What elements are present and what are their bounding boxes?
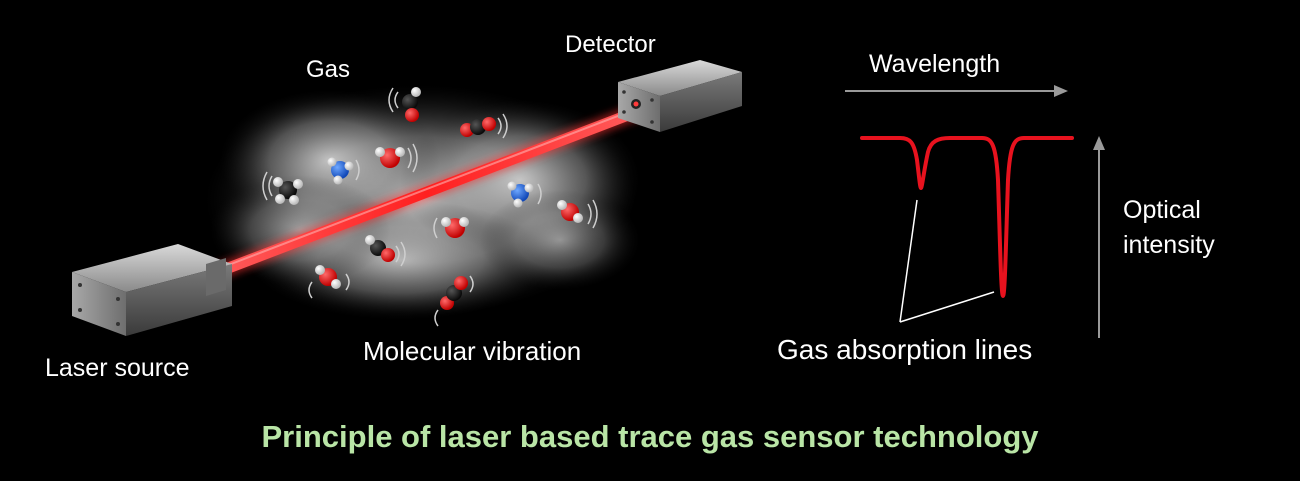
molecule-icon <box>402 87 421 122</box>
wavelength-arrow <box>845 85 1068 97</box>
vibration-marks <box>262 87 598 327</box>
gas-cloud <box>205 85 640 320</box>
molecule-icon <box>440 276 468 310</box>
molecule-icon <box>375 147 405 168</box>
molecule-icon <box>315 265 341 289</box>
intensity-arrow <box>1093 136 1105 338</box>
molecule-icon <box>441 217 469 238</box>
absorption-curve <box>860 136 1074 298</box>
molecule-icon <box>365 235 395 262</box>
label-absorption-lines: Gas absorption lines <box>777 334 1033 365</box>
molecule-icon <box>273 177 303 205</box>
label-gas: Gas <box>306 56 351 83</box>
label-molecular-vibration: Molecular vibration <box>363 336 582 366</box>
label-optical-intensity-line2: intensity <box>1123 231 1215 259</box>
molecule-icon <box>460 117 496 137</box>
detector-box-icon <box>618 60 742 132</box>
laser-beam <box>210 104 644 280</box>
laser-source-box-icon <box>72 244 232 336</box>
label-wavelength: Wavelength <box>869 50 1001 78</box>
label-optical-intensity-line1: Optical <box>1123 196 1201 224</box>
label-laser-source: Laser source <box>45 354 190 382</box>
label-detector: Detector <box>565 31 656 58</box>
absorption-pointer-lines <box>899 199 995 323</box>
molecule-icon <box>327 157 354 185</box>
diagram-title: Principle of laser based trace gas senso… <box>261 419 1039 454</box>
molecule-icon <box>507 181 534 208</box>
molecule-icon <box>557 200 583 223</box>
